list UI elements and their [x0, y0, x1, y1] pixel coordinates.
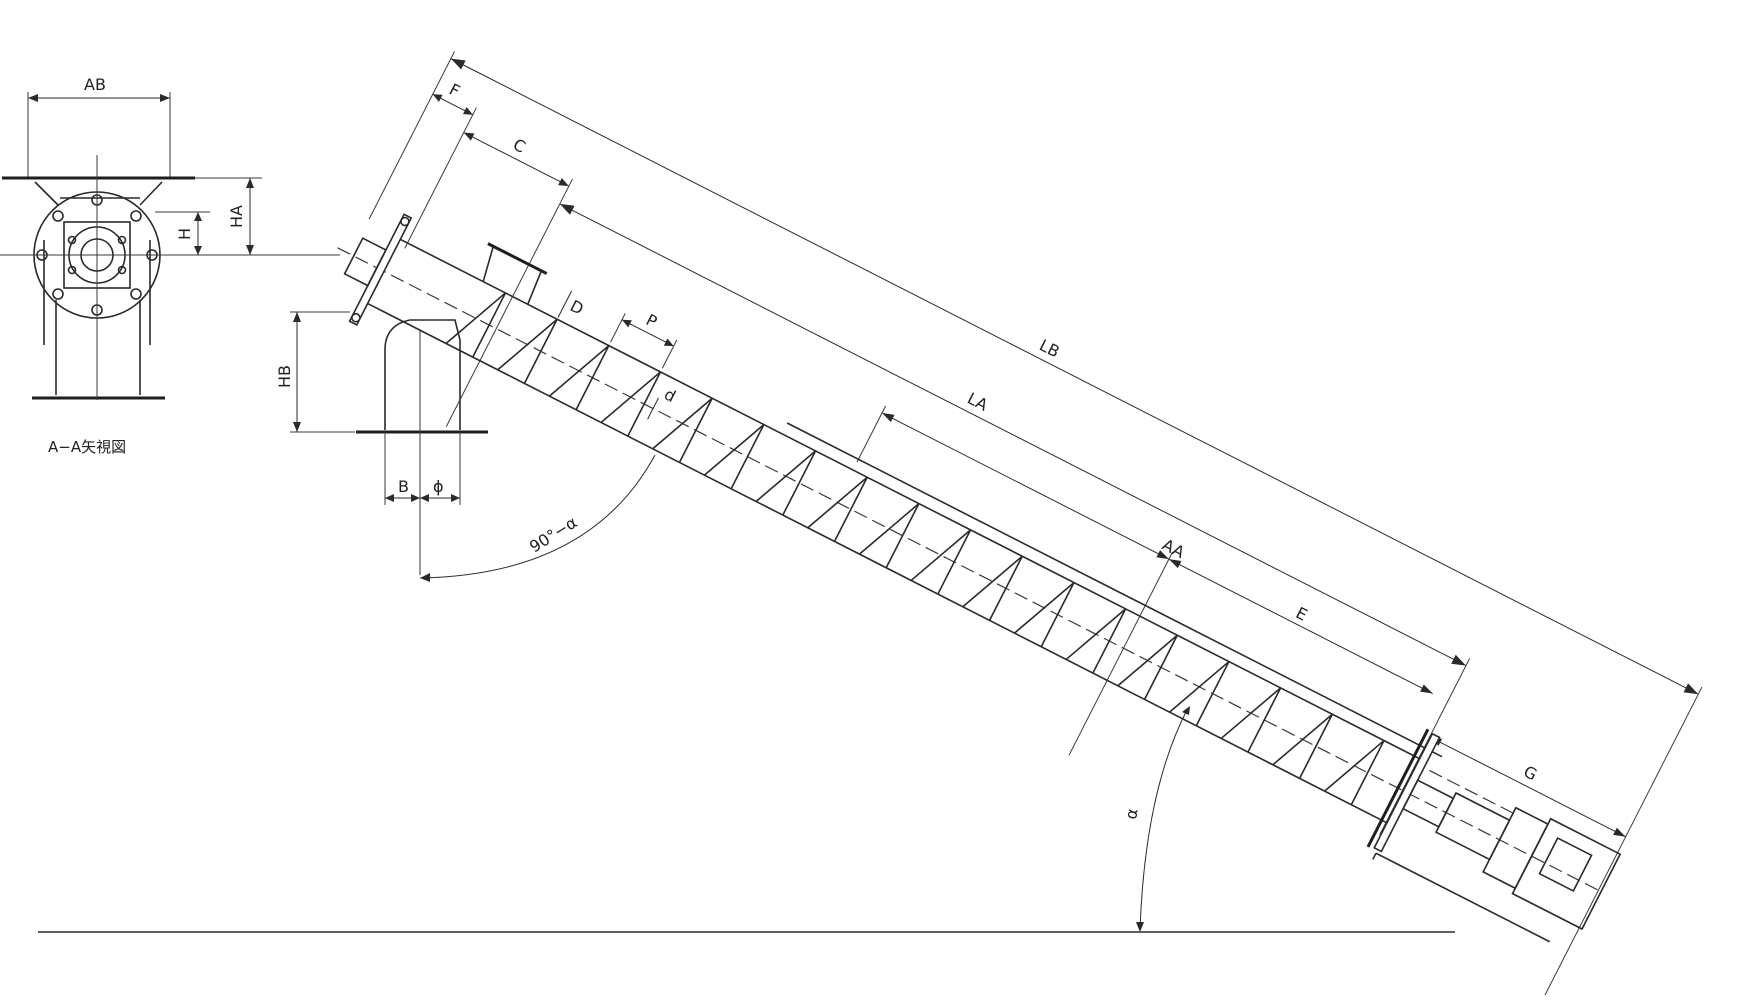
coupling-guard	[1429, 769, 1519, 817]
motor	[1511, 817, 1622, 931]
dim-line-e	[1168, 558, 1433, 694]
label-h: H	[175, 228, 194, 240]
dim-line-d-upper	[557, 290, 573, 318]
motor-terminal-box	[1538, 836, 1593, 893]
arc-alpha-arrows	[1136, 706, 1190, 932]
bolt	[351, 312, 361, 323]
label-d-upper: D	[567, 296, 587, 319]
label-e: E	[1293, 603, 1311, 625]
dim-arrows-h	[194, 212, 202, 255]
label-phi: ϕ	[433, 477, 444, 496]
dim-arrows-b-phi	[385, 494, 460, 502]
dim-line-lb	[450, 58, 1699, 695]
hopper-walls	[34, 181, 163, 206]
label-lb: LB	[1036, 335, 1062, 361]
label-hb: HB	[275, 365, 294, 388]
end-view: AB	[0, 75, 340, 456]
label-d-lower: d	[661, 385, 679, 407]
arc-arrow	[420, 573, 430, 582]
label-g: G	[1521, 762, 1541, 785]
dim-line-g	[1429, 736, 1626, 838]
dim-line-d-lower	[647, 397, 659, 420]
screw-flights	[445, 292, 1385, 806]
label-c: C	[510, 135, 529, 157]
discharge-chute	[384, 319, 461, 430]
label-p: P	[643, 310, 661, 331]
support-legs	[55, 300, 141, 395]
inlet-center-line	[445, 178, 573, 427]
trough-top-edge	[396, 236, 1424, 762]
ext-line-la-right	[1379, 658, 1471, 836]
trough-bottom-edge	[363, 300, 1391, 826]
arc-alpha	[1139, 707, 1189, 931]
view-caption: A−A矢視図	[48, 438, 126, 456]
dim-line-aa	[881, 412, 1170, 560]
housing-sides	[43, 240, 151, 345]
label-f: F	[446, 80, 463, 101]
label-b: B	[398, 477, 409, 496]
dim-line-p	[621, 319, 674, 347]
ext-line-c-left	[404, 107, 477, 249]
ext-line-lb-left	[368, 51, 455, 220]
left-bearing	[343, 237, 388, 287]
section-line-aa	[1068, 551, 1173, 756]
conveyor-assembly: LB F C LA AA E G	[337, 51, 1703, 998]
conveyor-center-line	[337, 247, 1599, 891]
dim-arrows-f	[432, 94, 473, 115]
left-end-plate	[348, 213, 413, 326]
drive-base-edge	[1372, 852, 1377, 860]
bolt	[400, 216, 410, 227]
dim-line-la	[559, 203, 1467, 667]
arc-90-minus-alpha	[419, 454, 656, 579]
ext-line-p	[661, 339, 678, 369]
label-ha: HA	[227, 205, 246, 228]
label-ab: AB	[84, 75, 106, 94]
ext-line-lb-right	[1543, 686, 1703, 998]
label-la: LA	[964, 389, 991, 415]
ext-line-p	[610, 313, 626, 343]
drive-base	[1375, 852, 1551, 943]
right-flange	[1366, 728, 1430, 848]
dim-line-c	[463, 132, 570, 187]
top-cover-line	[786, 422, 1443, 758]
inlet-flange	[487, 242, 548, 275]
dim-arrows-p	[621, 319, 674, 347]
label-alpha: α	[1121, 807, 1142, 821]
ext-line-aa-left	[856, 405, 887, 463]
label-90-minus-alpha: 90°−α	[526, 513, 580, 557]
